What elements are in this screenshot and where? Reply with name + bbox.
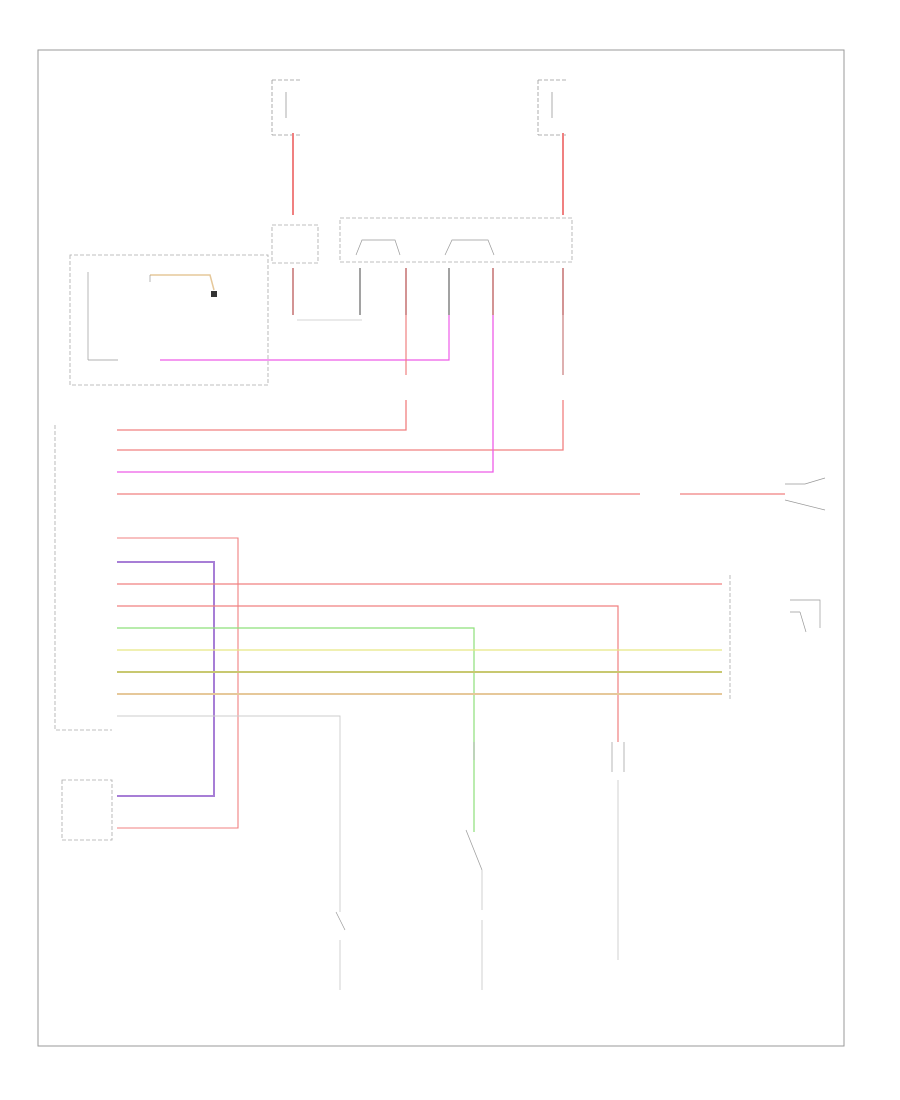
relay-box-left <box>271 224 319 264</box>
relay-output-stubs <box>292 268 564 315</box>
lower-components <box>335 742 625 990</box>
relay-box-right <box>339 217 573 263</box>
wire-pink-indicator <box>160 315 450 361</box>
shift-indicator-box <box>69 254 269 386</box>
diagram-border <box>37 49 845 1047</box>
module-wires <box>117 315 785 912</box>
main-module-box <box>54 425 112 731</box>
engine-control-box <box>61 779 113 841</box>
fuse-block-right <box>537 79 566 136</box>
fuse-block-left <box>271 79 300 136</box>
